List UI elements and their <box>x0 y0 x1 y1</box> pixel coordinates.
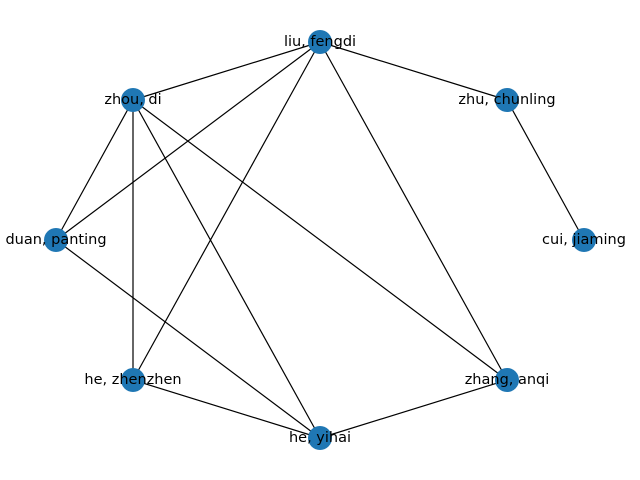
edge-liu-zhou <box>132 41 321 101</box>
node-he_yihai <box>308 426 332 450</box>
edge-he_yihai-zhang <box>319 379 508 439</box>
edges-layer <box>55 41 585 439</box>
edge-he_zhenzhen-he_yihai <box>132 379 321 439</box>
labels-layer: liu, fengdi zhu, chunling cui, jiaming zhan… <box>5 34 625 446</box>
node-label-zhu: zhu, chunling <box>458 92 555 108</box>
edge-liu-zhang <box>319 41 508 381</box>
edge-liu-zhu <box>319 41 508 101</box>
node-label-cui: cui, jiaming <box>542 232 626 248</box>
node-liu <box>308 30 332 54</box>
node-label-he_zhenzhen: he, zhenzhen <box>84 372 181 388</box>
edge-zhou-zhang <box>132 99 508 381</box>
node-zhang <box>495 368 519 392</box>
node-label-duan: duan, panting <box>5 232 106 248</box>
edge-zhou-duan <box>55 99 134 241</box>
node-label-liu: liu, fengdi <box>284 34 356 50</box>
edge-zhou-he_yihai <box>132 99 321 439</box>
node-zhou <box>121 88 145 112</box>
node-label-he_yihai: he, yihai <box>289 430 351 446</box>
node-label-zhang: zhang, anqi <box>465 372 550 388</box>
node-zhu <box>495 88 519 112</box>
edge-liu-he_zhenzhen <box>132 41 321 381</box>
nodes-layer <box>44 30 596 450</box>
edge-duan-he_yihai <box>55 239 321 439</box>
edge-zhu-cui <box>506 99 585 241</box>
node-duan <box>44 228 68 252</box>
node-cui <box>572 228 596 252</box>
node-label-zhou: zhou, di <box>104 92 161 108</box>
node-he_zhenzhen <box>121 368 145 392</box>
